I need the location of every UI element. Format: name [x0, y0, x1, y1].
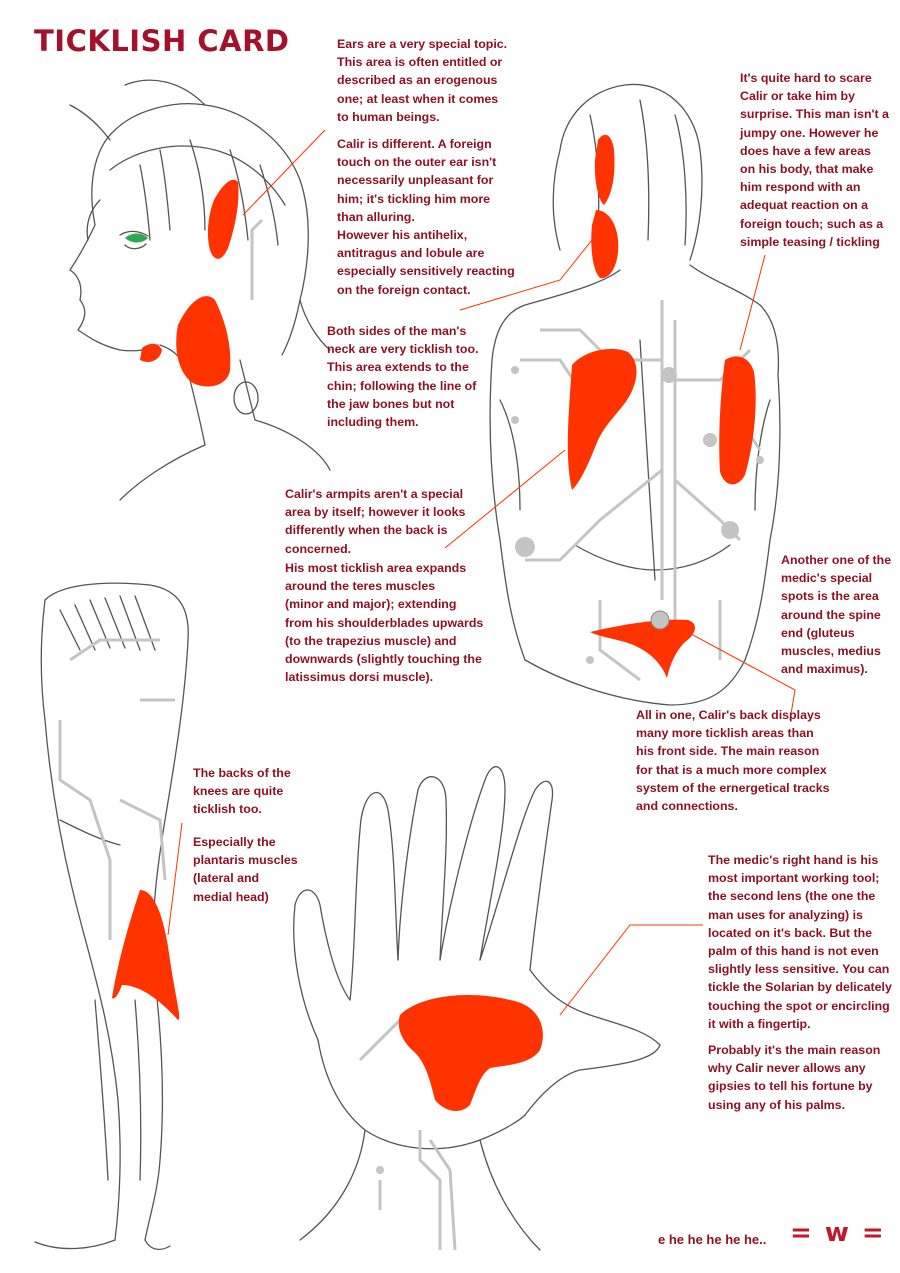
chin-highlight — [140, 343, 162, 362]
spine-text: Another one of the medic's special spots… — [781, 553, 892, 677]
spine-lens-icon — [650, 610, 670, 630]
back-neck-highlight — [591, 210, 619, 279]
knees-text: The backs of the knees are quite ticklis… — [193, 766, 291, 817]
back-text: All in one, Calir's back displays many m… — [636, 708, 830, 814]
leg-circuit-lines — [58, 638, 175, 940]
leg-sketch — [34, 582, 189, 1251]
hand-circuit-node — [376, 1166, 384, 1174]
palm-highlight — [398, 995, 543, 1112]
eye-icon — [125, 233, 148, 243]
back-view-sketch — [489, 83, 781, 706]
head-profile-sketch — [69, 79, 331, 501]
palms-text: Probably it's the main reason why Calir … — [708, 1043, 881, 1112]
ears-calir-text: Calir is different. A foreign touch on t… — [337, 137, 515, 297]
right-shoulderblade-highlight — [719, 356, 756, 485]
neck-text: Both sides of the man's neck are very ti… — [327, 324, 479, 430]
scare-text: It's quite hard to scare Calir or take h… — [740, 71, 889, 249]
left-shoulderblade-highlight — [567, 348, 637, 490]
armpits-text: Calir's armpits aren't a special area by… — [285, 487, 466, 556]
teres-text: His most ticklish area expands around th… — [285, 561, 484, 685]
hand-sketch — [293, 766, 661, 1251]
signature-text: e he he he he he.. — [658, 1232, 767, 1247]
ears-intro-text: Ears are a very special topic. This area… — [337, 37, 508, 124]
hand-text: The medic's right hand is his most impor… — [708, 853, 892, 1031]
plantaris-text: Especially the plantaris muscles (latera… — [193, 835, 298, 904]
knee-highlight — [112, 890, 180, 1020]
emoticon-text: = w = — [790, 1218, 886, 1248]
leader-lines — [167, 129, 796, 1016]
ear-highlight — [207, 179, 239, 259]
page-title: TICKLISH CARD — [34, 24, 290, 58]
spine-end-highlight — [590, 619, 696, 678]
ear-sensor-icon — [250, 218, 264, 300]
neck-highlight — [176, 296, 231, 387]
back-ear-highlight — [594, 134, 615, 205]
